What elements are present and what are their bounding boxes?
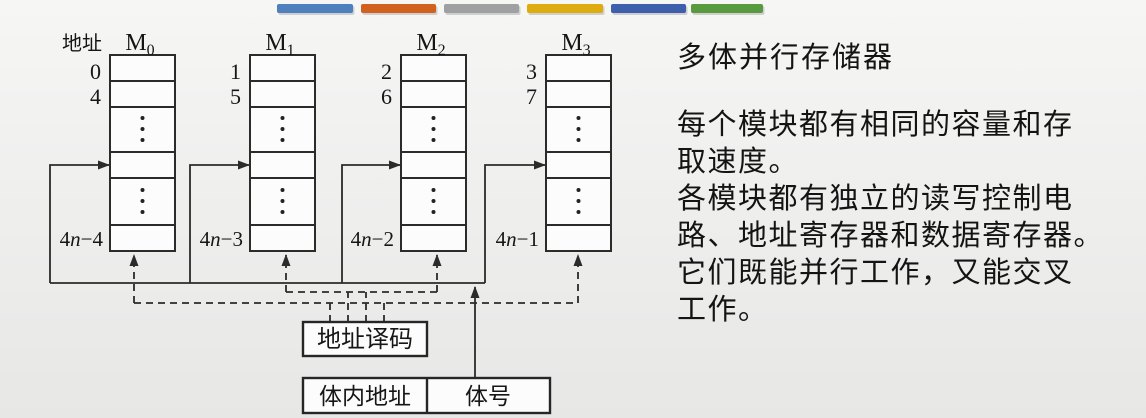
ellipsis-dot <box>576 188 581 192</box>
ellipsis-dot <box>576 127 581 131</box>
accent-bar-green <box>691 4 763 13</box>
module-address-row2: 4 <box>90 84 101 109</box>
solid-connectors <box>49 160 546 378</box>
accent-bar <box>444 4 521 15</box>
accent-bar <box>361 4 438 15</box>
address-column-label: 地址 <box>62 32 102 55</box>
memory-module-m1: M1 1 5 4n−3 <box>200 30 316 252</box>
module-last-address: 4n−4 <box>60 227 104 251</box>
accent-bar-orange <box>361 4 436 13</box>
bus-branch-arrow-m1 <box>189 160 250 283</box>
decoder-label: 地址译码 <box>317 326 413 353</box>
module-address-row2: 7 <box>526 84 537 109</box>
module-last-address: 4n−1 <box>496 227 539 251</box>
module-title: M2 <box>416 30 445 59</box>
accent-bar-row <box>277 4 765 15</box>
ellipsis-dot <box>140 210 145 214</box>
module-address-row1: 0 <box>90 59 101 84</box>
accent-bar <box>277 4 355 15</box>
module-last-address: 4n−3 <box>200 227 243 251</box>
panel-text-line: 路、地址寄存器和数据寄存器。 <box>677 220 1105 252</box>
bus-branch-arrow-m2 <box>341 160 401 283</box>
panel-text-line: 每个模块都有相同的容量和存 <box>677 109 1074 141</box>
accent-bar-yellow <box>527 4 603 13</box>
ellipsis-dot <box>576 210 581 214</box>
address-register: 体内地址 体号 <box>301 376 552 415</box>
memory-module-m3: M3 3 7 4n−1 <box>496 30 612 252</box>
bus-branch-arrow-m3 <box>484 160 546 283</box>
memory-module-m2: M2 2 6 4n−2 <box>351 30 467 252</box>
module-last-address: 4n−2 <box>351 227 394 251</box>
module-address-row2: 5 <box>230 84 241 109</box>
module-title: M1 <box>265 30 294 59</box>
ellipsis-dot <box>140 138 145 142</box>
dashed-select-lines <box>129 254 583 322</box>
accent-bar-blue <box>277 4 353 13</box>
ellipsis-dot <box>140 199 145 203</box>
ellipsis-dot <box>140 188 145 192</box>
accent-bar-gray <box>444 4 519 13</box>
module-address-row1: 1 <box>230 59 241 84</box>
module-address-row2: 6 <box>381 84 392 109</box>
decoder-box <box>301 320 429 358</box>
ellipsis-dot <box>431 127 436 131</box>
ellipsis-dot <box>140 116 145 120</box>
accent-bar <box>611 4 688 15</box>
ellipsis-dot <box>576 138 581 142</box>
bus-branch-arrow-m0 <box>49 160 110 283</box>
ellipsis-dot <box>431 199 436 203</box>
accent-bar <box>527 4 605 15</box>
accent-bar <box>691 4 765 15</box>
panel-text-line: 各模块都有独立的读写控制电 <box>677 183 1074 215</box>
ellipsis-dot <box>280 127 285 131</box>
address-decoder: 地址译码 <box>301 320 429 358</box>
panel-text-line: 工作。 <box>677 294 769 326</box>
ellipsis-dot <box>280 116 285 120</box>
register-bank-number-label: 体号 <box>465 384 511 409</box>
ellipsis-dot <box>280 188 285 192</box>
ellipsis-dot <box>280 138 285 142</box>
ellipsis-dot <box>431 116 436 120</box>
module-title: M3 <box>561 30 590 59</box>
memory-module-m0: M0 0 4 4n−4 <box>60 30 176 252</box>
panel-title: 多体并行存储器 <box>677 42 895 74</box>
panel-spacer <box>677 77 1142 107</box>
ellipsis-dot <box>431 188 436 192</box>
module-address-row1: 2 <box>381 59 392 84</box>
ellipsis-dot <box>431 210 436 214</box>
panel-text-line: 它们既能并行工作，又能交叉 <box>677 257 1074 289</box>
module-title: M0 <box>125 30 154 59</box>
ellipsis-dot <box>280 210 285 214</box>
register-inbank-address-label: 体内地址 <box>319 384 411 409</box>
ellipsis-dot <box>140 127 145 131</box>
ellipsis-dot <box>576 116 581 120</box>
ellipsis-dot <box>280 199 285 203</box>
ellipsis-dot <box>576 199 581 203</box>
accent-bar-darkblue <box>611 4 686 13</box>
explanation-panel: 多体并行存储器 每个模块都有相同的容量和存 取速度。 各模块都有独立的读写控制电… <box>677 40 1142 329</box>
panel-text-line: 取速度。 <box>677 146 800 178</box>
module-address-row1: 3 <box>526 59 537 84</box>
ellipsis-dot <box>431 138 436 142</box>
